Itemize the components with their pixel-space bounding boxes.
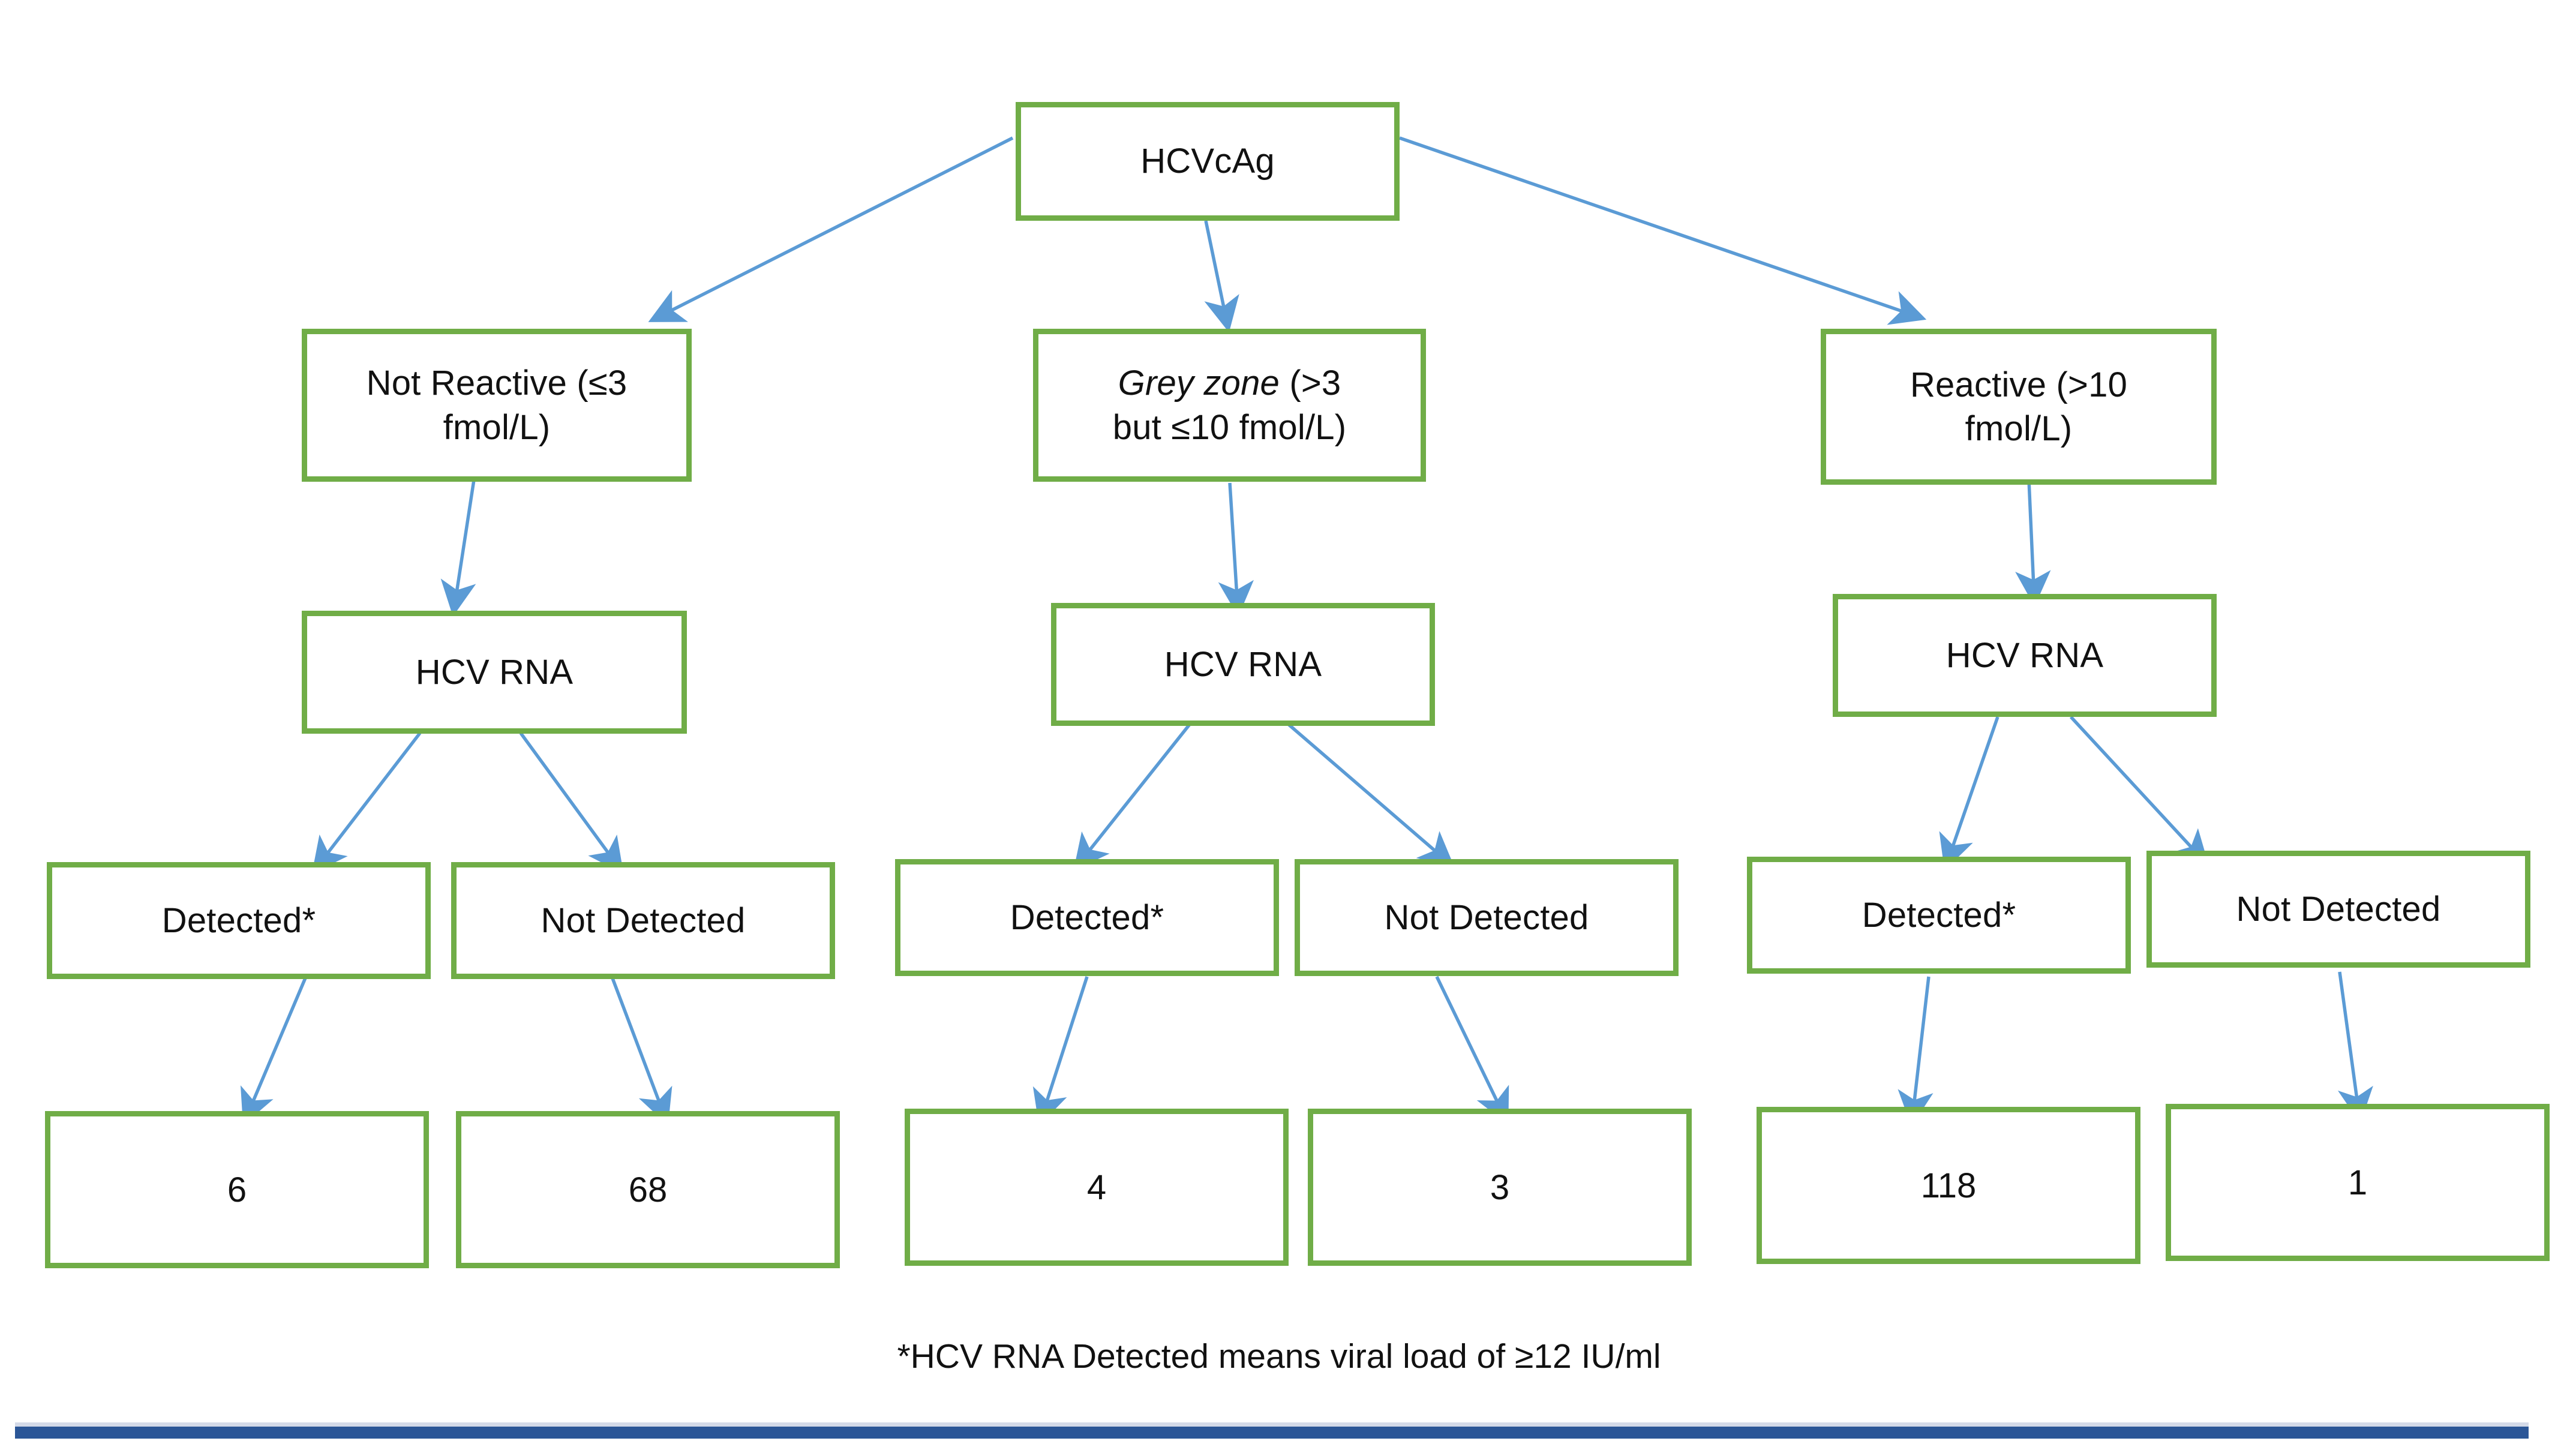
node-detected-right-label: Detected* [1862, 895, 2016, 935]
node-count-grey-detected-value: 4 [1086, 1167, 1107, 1207]
node-hcv-rna-left[interactable]: HCV RNA [302, 611, 687, 734]
node-hcv-rna-left-label: HCV RNA [415, 652, 574, 692]
connector-group-root-to-level2 [648, 136, 1927, 333]
node-count-reactive-not-detected-value: 1 [2347, 1163, 2368, 1202]
node-count-not-reactive-detected-value: 6 [227, 1170, 247, 1209]
node-hcv-rna-middle-label: HCV RNA [1164, 644, 1322, 684]
node-not-reactive[interactable]: Not Reactive (≤3 fmol/L) [302, 329, 692, 482]
node-hcv-rna-middle[interactable]: HCV RNA [1051, 603, 1435, 726]
node-count-grey-detected[interactable]: 4 [905, 1109, 1289, 1266]
node-count-not-reactive-detected[interactable]: 6 [45, 1111, 429, 1268]
connector-group-level3-to-level4 [311, 716, 2209, 874]
footnote-text: *HCV RNA Detected means viral load of ≥1… [897, 1337, 1661, 1376]
node-detected-middle-label: Detected* [1010, 897, 1164, 937]
node-hcv-rna-right-label: HCV RNA [1945, 635, 2104, 675]
node-detected-right[interactable]: Detected* [1747, 857, 2131, 974]
bottom-accent-bar [15, 1427, 2529, 1439]
node-not-detected-right-label: Not Detected [2236, 889, 2441, 929]
node-grey-zone-italic-text: Grey zone [1118, 364, 1280, 403]
node-not-detected-right[interactable]: Not Detected [2146, 851, 2530, 968]
connector-group-level4-to-level5 [240, 971, 2373, 1127]
node-hcvcag[interactable]: HCVcAg [1016, 102, 1400, 221]
node-detected-left-label: Detected* [161, 900, 316, 940]
node-reactive[interactable]: Reactive (>10 fmol/L) [1821, 329, 2217, 485]
node-not-detected-middle-label: Not Detected [1384, 897, 1589, 937]
node-count-grey-not-detected[interactable]: 3 [1308, 1109, 1692, 1266]
node-count-reactive-detected[interactable]: 118 [1757, 1107, 2140, 1264]
node-not-detected-left-label: Not Detected [541, 900, 746, 940]
node-count-reactive-not-detected[interactable]: 1 [2166, 1104, 2550, 1261]
node-count-grey-not-detected-value: 3 [1490, 1167, 1510, 1207]
node-not-reactive-label: Not Reactive (≤3 fmol/L) [366, 364, 628, 447]
node-count-not-reactive-not-detected[interactable]: 68 [456, 1111, 840, 1268]
node-detected-middle[interactable]: Detected* [895, 859, 1279, 976]
node-hcv-rna-right[interactable]: HCV RNA [1833, 594, 2217, 717]
node-grey-zone-label: Grey zone (>3 but ≤10 fmol/L) [1104, 361, 1355, 449]
connector-group-level2-to-level3 [440, 479, 2051, 617]
node-hcvcag-label: HCVcAg [1140, 142, 1275, 181]
node-not-detected-left[interactable]: Not Detected [451, 862, 835, 979]
node-grey-zone[interactable]: Grey zone (>3 but ≤10 fmol/L) [1033, 329, 1426, 482]
node-count-not-reactive-not-detected-value: 68 [628, 1170, 668, 1209]
node-not-detected-middle[interactable]: Not Detected [1295, 859, 1679, 976]
node-count-reactive-detected-value: 118 [1920, 1166, 1977, 1205]
node-reactive-label: Reactive (>10 fmol/L) [1910, 365, 2128, 448]
node-detected-left[interactable]: Detected* [47, 862, 431, 979]
node-grey-zone-rest-text: (>3 but ≤10 fmol/L) [1112, 364, 1347, 447]
